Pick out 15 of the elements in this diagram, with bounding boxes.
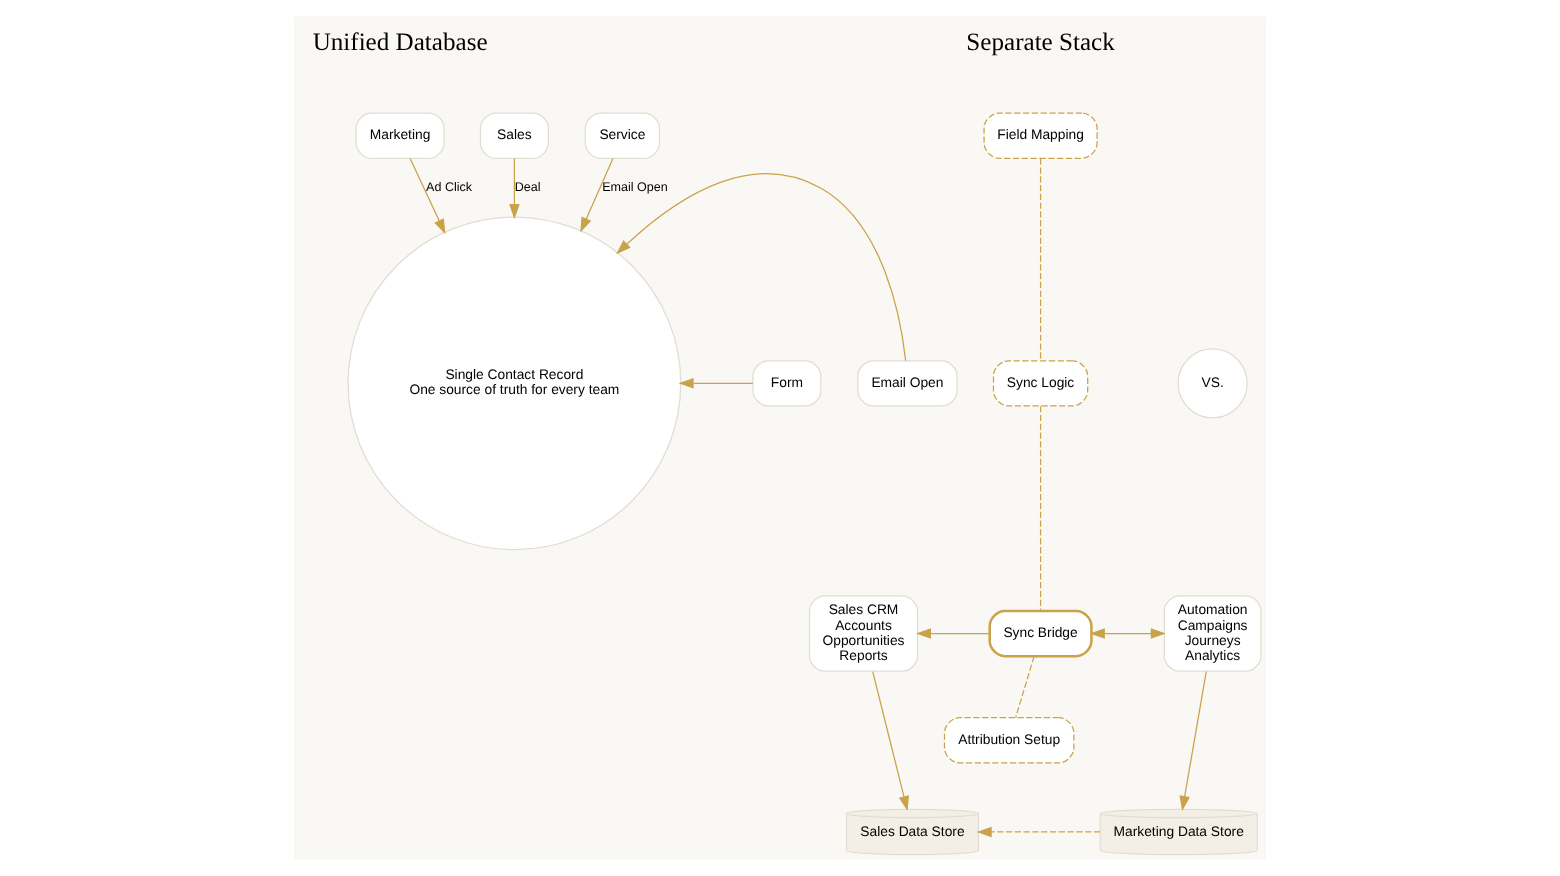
arrow	[976, 826, 1101, 838]
arrow	[1179, 671, 1207, 812]
arrow	[509, 158, 520, 220]
connector	[1039, 158, 1042, 362]
arrow	[872, 671, 910, 812]
arrow	[915, 628, 990, 639]
label: Separate Stack	[966, 28, 1115, 57]
arrow	[580, 158, 614, 233]
arrow	[678, 378, 754, 389]
label: Unified Database	[312, 28, 488, 57]
connector	[1039, 405, 1042, 612]
connector	[1015, 655, 1035, 719]
arrow	[616, 173, 907, 362]
arrow	[1089, 628, 1166, 639]
arrow	[409, 158, 446, 235]
